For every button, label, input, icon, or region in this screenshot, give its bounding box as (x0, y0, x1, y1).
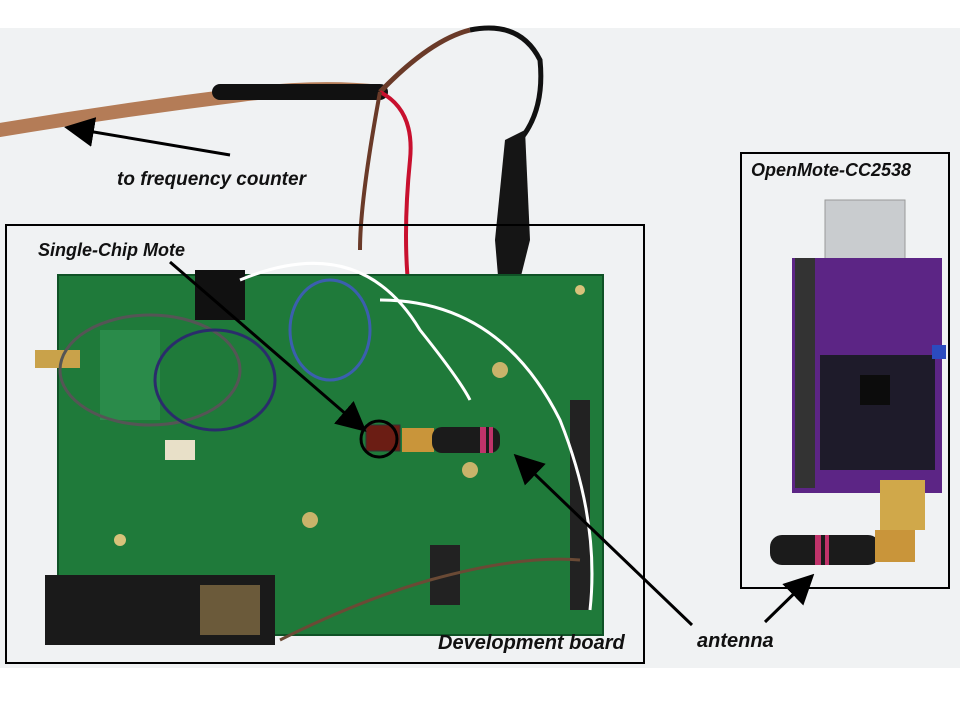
arrow-icon (513, 453, 694, 627)
arrow-icon (169, 260, 367, 432)
label-development-board: Development board (438, 632, 625, 654)
openmote-sma (880, 480, 925, 530)
board-components (100, 270, 590, 610)
openmote-frame (740, 152, 950, 589)
openmote-button (932, 345, 946, 359)
openmote-module (820, 355, 935, 470)
teensy-chip (200, 585, 260, 635)
alligator-clip (495, 130, 530, 300)
arrow-icon (64, 117, 231, 157)
label-openmote: OpenMote-CC2538 (751, 160, 912, 180)
brown-wire-2 (358, 91, 382, 251)
label-antenna: antenna (697, 630, 774, 652)
label-frequency-counter: to frequency counter (117, 169, 306, 190)
black-wire (469, 25, 544, 142)
openmote-header (795, 258, 815, 488)
label-single-chip-mote: Single-Chip Mote (38, 240, 185, 260)
brown-wire (378, 27, 471, 94)
sma-connector-left (35, 350, 80, 368)
jumper-wires (58, 261, 594, 642)
usb-connector (824, 199, 906, 266)
arrow-icon (763, 573, 815, 624)
development-board-frame (5, 224, 645, 664)
mote-highlight-circle (359, 419, 399, 459)
sma-connector-mote (402, 428, 434, 452)
